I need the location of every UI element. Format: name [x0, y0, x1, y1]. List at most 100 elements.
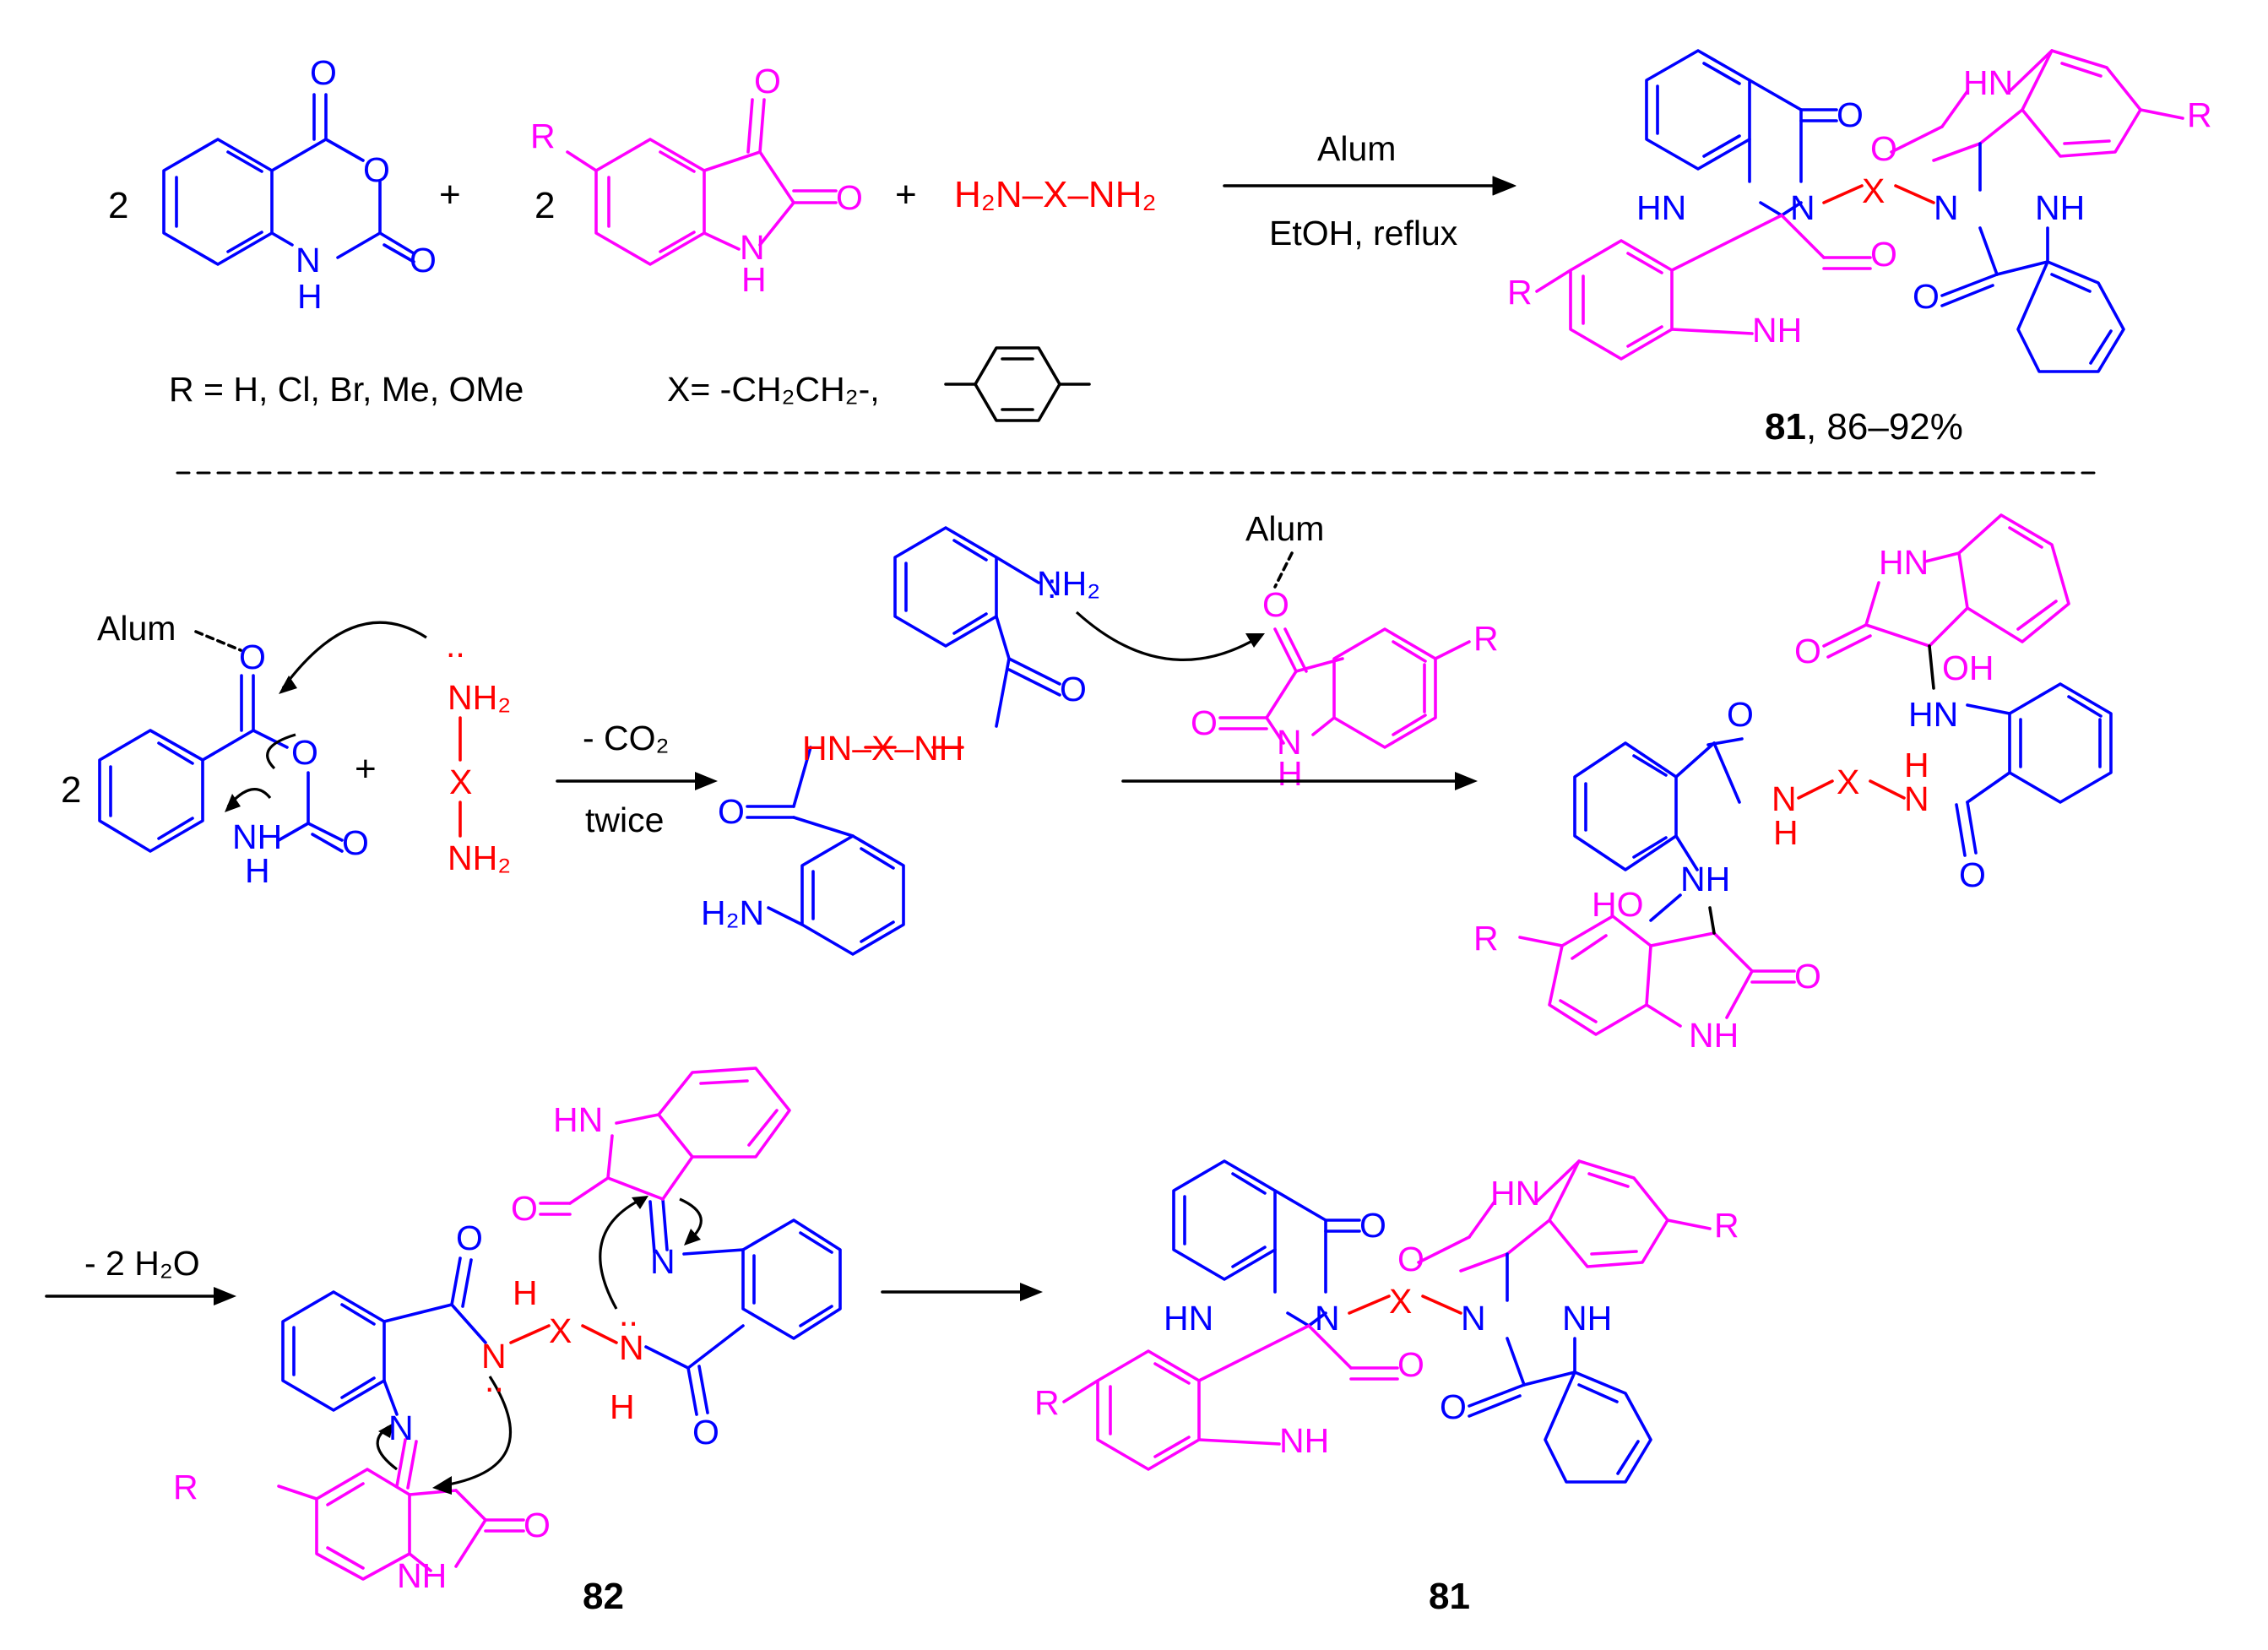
product-81-top	[1535, 49, 2184, 373]
hy-h1: H	[1773, 813, 1799, 852]
mech-alum: Alum	[97, 609, 176, 648]
hy-oh: OH	[1942, 649, 1994, 687]
p81-x: X	[1862, 171, 1885, 210]
arrow-label-conditions: EtOH, reflux	[1269, 214, 1458, 252]
mech-plus: +	[355, 748, 377, 790]
b81-o-mg2: O	[1397, 1345, 1424, 1384]
bis-anthranilamide	[746, 526, 1061, 956]
d82-x: X	[549, 1311, 572, 1350]
bis-hydroxy-intermediate	[1518, 513, 2113, 1036]
p81-o-mg1: O	[1870, 129, 1897, 168]
isatoic-anhydride	[162, 93, 415, 266]
product-81-yield: , 86–92%	[1806, 406, 1963, 448]
hy-o1: O	[1794, 632, 1821, 670]
lone-pair-3: ..	[485, 1360, 504, 1399]
mech-anh-o3: O	[342, 823, 369, 862]
d82-o2: O	[692, 1413, 719, 1452]
step3-label: - 2 H₂O	[84, 1244, 200, 1283]
curved-arrow-4	[1075, 611, 1259, 661]
hy-n1: N	[1772, 779, 1797, 818]
d82-n-imine2: N	[650, 1242, 676, 1281]
p81-r2: R	[1507, 273, 1533, 312]
b81-o-mg1: O	[1397, 1240, 1424, 1278]
product-81-label: 81, 86–92%	[1765, 406, 1963, 448]
mech-diamine-bot: NH₂	[448, 839, 511, 877]
step3-arrow	[45, 1287, 236, 1305]
d82-h2: H	[610, 1387, 635, 1426]
step4-arrow	[881, 1283, 1043, 1301]
anhydride-carbonyl-o: O	[310, 53, 337, 92]
plus-1: +	[439, 174, 461, 215]
step1-below: twice	[585, 801, 664, 839]
b81-o1: O	[1359, 1206, 1386, 1245]
int-o1: O	[1060, 670, 1087, 708]
p81-n1: N	[1790, 188, 1815, 227]
int-linker: HN–X–NH	[802, 729, 963, 768]
step1-above: - CO₂	[583, 719, 669, 757]
anhydride-ring-o: O	[363, 150, 390, 189]
p81-nh-mg: NH	[1752, 311, 1802, 350]
isatin-h: H	[741, 260, 767, 299]
mech-anh-nh: NH	[232, 817, 282, 856]
hy-o3: O	[1959, 855, 1986, 894]
isatin-r: R	[530, 117, 556, 155]
mech-alum-isatin: Alum	[1245, 509, 1324, 548]
curved-arrow-5	[438, 1376, 513, 1488]
compound-81-label: 81	[1429, 1576, 1470, 1617]
hy-x: X	[1837, 763, 1859, 801]
d82-o1: O	[456, 1219, 483, 1257]
b81-x: X	[1389, 1282, 1412, 1321]
anhydride-second-o: O	[410, 241, 437, 280]
compound-82-label: 82	[583, 1576, 624, 1617]
hy-o4: O	[1794, 957, 1821, 996]
mech-anh-o1: O	[239, 638, 266, 676]
mech-coef: 2	[61, 769, 81, 811]
isatin-o3: O	[754, 62, 781, 100]
isatin-o2: O	[836, 178, 863, 217]
b81-nh-mg: NH	[1279, 1421, 1329, 1460]
int-h2n-bot: H₂N	[701, 893, 764, 932]
b81-n2: N	[1461, 1299, 1486, 1338]
d82-n1: N	[481, 1337, 507, 1376]
anhydride-nh-n: N	[296, 241, 321, 280]
hy-hn2: HN	[1908, 695, 1958, 734]
d82-r: R	[173, 1468, 198, 1506]
d82-hn: HN	[553, 1100, 603, 1139]
b81-n1: N	[1315, 1299, 1340, 1338]
mech-isatin	[1218, 627, 1471, 749]
d82-h1: H	[513, 1273, 538, 1312]
lone-pair-2: :	[1047, 567, 1056, 605]
hy-hn1: HN	[1879, 543, 1929, 582]
curved-arrow-2	[266, 733, 296, 770]
hy-n2: N	[1904, 779, 1929, 818]
p81-o1: O	[1837, 95, 1864, 134]
mech-diamine-x: X	[449, 763, 472, 801]
int-nh2-top: NH₂	[1037, 564, 1100, 603]
d82-n2: N	[619, 1328, 644, 1367]
b81-hn1: HN	[1164, 1299, 1213, 1338]
mechanism-row-1: Alum 2 O O O NH H + .. NH₂	[61, 509, 2113, 1055]
hy-h2: H	[1904, 746, 1929, 784]
step1-arrow	[556, 772, 718, 790]
step2-arrow	[1121, 772, 1478, 790]
b81-r1: R	[1714, 1206, 1739, 1245]
p81-hn-mg: HN	[1963, 63, 2013, 102]
d82-n-imine1: N	[388, 1408, 414, 1447]
coef-isatin: 2	[534, 185, 555, 226]
curved-arrow-7	[599, 1197, 643, 1310]
b81-r2: R	[1034, 1383, 1060, 1422]
hy-r: R	[1473, 919, 1499, 958]
isat-r: R	[1473, 619, 1499, 658]
plus-2: +	[895, 174, 917, 215]
isat-o2: O	[1191, 703, 1218, 742]
product-81-number: 81	[1765, 406, 1806, 448]
arrow-label-alum: Alum	[1317, 129, 1396, 168]
hy-ho: HO	[1592, 885, 1644, 924]
p81-hn1: HN	[1636, 188, 1686, 227]
diamine-reagent: H₂N–X–NH₂	[954, 174, 1157, 215]
isat-h: H	[1278, 754, 1303, 793]
lone-pair-1: ..	[446, 626, 465, 665]
curved-arrow-1	[281, 621, 427, 689]
top-equation: 2 O O O N H + 2	[108, 49, 2212, 448]
p81-o2: O	[1913, 277, 1940, 316]
